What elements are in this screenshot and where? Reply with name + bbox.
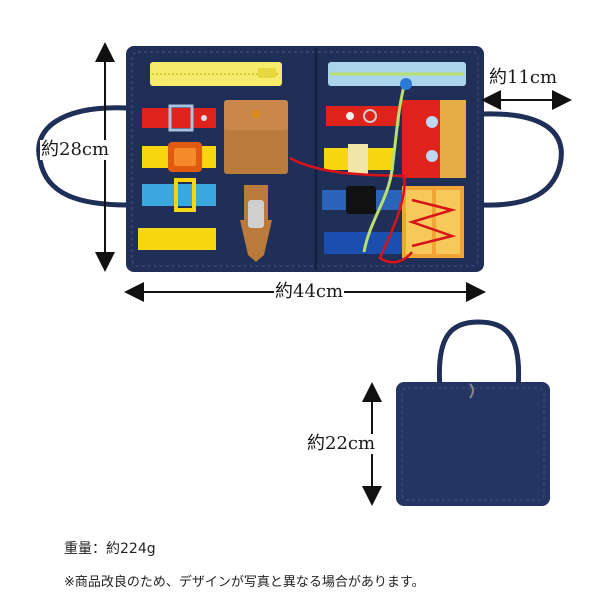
side-release-strap-blue bbox=[322, 186, 402, 214]
bag-handle bbox=[436, 319, 522, 389]
zipper-yellow bbox=[150, 62, 282, 86]
snap-strap-red bbox=[326, 106, 400, 126]
bag-body bbox=[396, 382, 550, 506]
busy-board-illustration bbox=[36, 42, 572, 506]
velcro-strap-blue bbox=[324, 232, 402, 254]
weight-label: 重量：約224g bbox=[64, 541, 156, 557]
red-cord bbox=[289, 156, 413, 264]
buckle-strap-blue bbox=[142, 178, 216, 212]
board-felt bbox=[126, 46, 484, 272]
disclaimer-note: ※商品改良のため、デザインが写真と異なる場合があります。 bbox=[64, 575, 425, 590]
open-busy-board bbox=[36, 46, 564, 272]
toggle-clasp-brown bbox=[240, 185, 272, 262]
depth-label: 約11cm bbox=[488, 67, 559, 88]
green-cord bbox=[362, 85, 406, 253]
buckle-strap-red bbox=[142, 104, 216, 132]
zipper-lightblue bbox=[328, 62, 466, 86]
buckle-strap-yellow-right bbox=[324, 144, 394, 174]
velcro-strap-yellow bbox=[138, 228, 216, 250]
right-handle bbox=[481, 111, 564, 208]
left-handle bbox=[36, 105, 129, 208]
lacing-panel bbox=[402, 186, 464, 258]
buckle-strap-yellow bbox=[142, 142, 216, 172]
width-open-label: 約44cm bbox=[274, 281, 345, 302]
height-open-label: 約28cm bbox=[40, 139, 111, 160]
height-closed-label: 約22cm bbox=[306, 433, 377, 454]
pocket-brown bbox=[224, 100, 288, 174]
closed-bag bbox=[396, 319, 550, 506]
button-flap-red bbox=[402, 100, 466, 178]
